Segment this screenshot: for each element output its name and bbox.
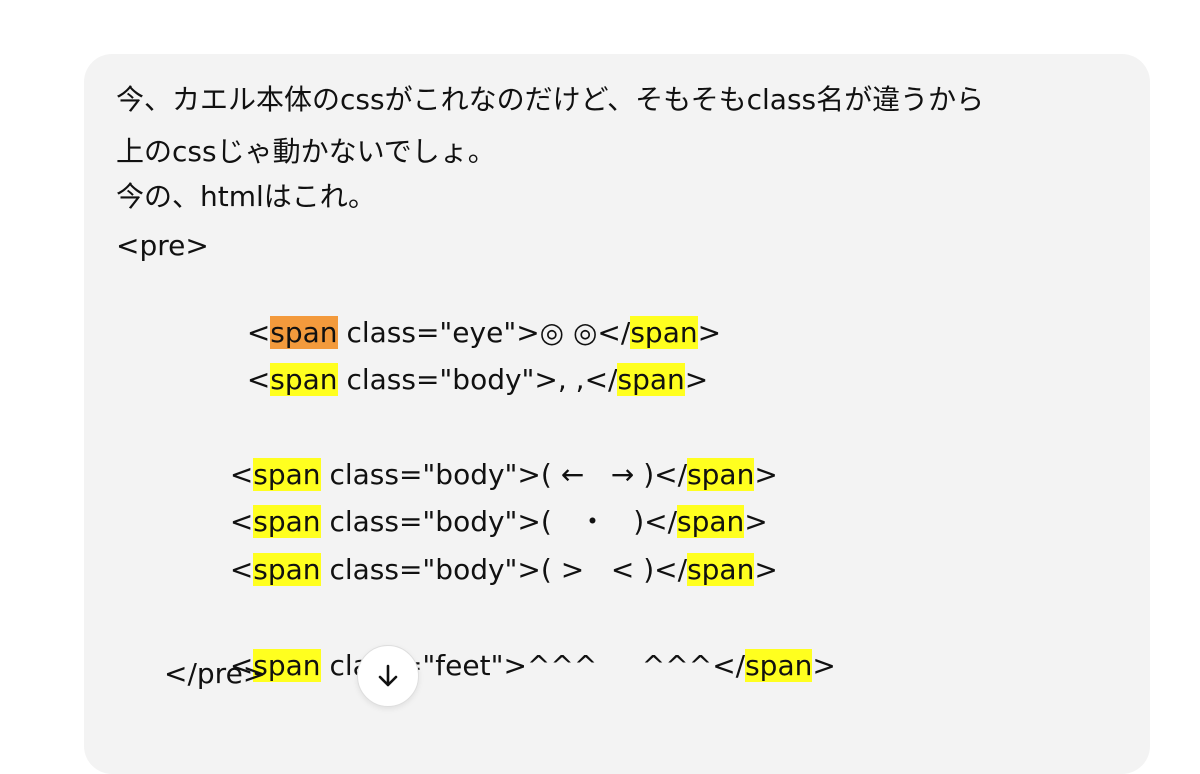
- search-highlight: span: [270, 363, 338, 396]
- search-highlight: span: [253, 553, 321, 586]
- code-text: <: [229, 458, 254, 491]
- arrow-down-icon: [378, 664, 398, 687]
- code-text: class="body">( > < )</: [320, 553, 688, 586]
- code-line-body-3: <span class="body">( ・ )</span>: [212, 462, 768, 542]
- code-text: >: [812, 649, 836, 682]
- code-text: <: [246, 363, 271, 396]
- search-highlight: span: [687, 553, 755, 586]
- pre-close-tag: </pre>: [164, 657, 267, 690]
- search-highlight: span: [630, 316, 698, 349]
- search-highlight: span: [253, 458, 321, 491]
- code-text: class="body">( ・ )</: [320, 505, 678, 538]
- code-text: >: [744, 505, 768, 538]
- code-text: <: [246, 316, 271, 349]
- code-text: <: [229, 649, 254, 682]
- code-text: >: [754, 458, 778, 491]
- pre-open-tag: <pre>: [116, 229, 209, 262]
- code-text: class="body">, ,</: [337, 363, 618, 396]
- search-highlight: span: [253, 649, 321, 682]
- search-highlight: span: [677, 505, 745, 538]
- message-line-3: 今の、htmlはこれ。: [116, 180, 377, 213]
- code-text: class="eye">◎ ◎</: [337, 316, 631, 349]
- scroll-to-bottom-button[interactable]: [357, 645, 419, 707]
- code-text: >: [684, 363, 709, 396]
- search-highlight: span: [253, 505, 321, 538]
- search-highlight: span: [687, 458, 755, 491]
- message-line-1: 今、カエル本体のcssがこれなのだけど、そもそもclass名が違うから: [116, 83, 985, 116]
- message-line-2: 上のcssじゃ動かないでしょ。: [116, 135, 496, 168]
- code-line-body-4: <span class="body">( > < )</span>: [212, 510, 778, 590]
- code-text: class="body">( ← → )</: [320, 458, 688, 491]
- code-text: >: [754, 553, 778, 586]
- code-text: <: [229, 553, 254, 586]
- code-line-eye: <span class="eye">◎ ◎</span>: [229, 273, 721, 353]
- code-line-feet: <span class="feet">^^^ ^^^</span>: [212, 606, 836, 686]
- code-line-body-2: <span class="body">( ← → )</span>: [212, 415, 778, 495]
- search-highlight: span: [617, 363, 685, 396]
- code-text: <: [229, 505, 254, 538]
- selected-highlight: span: [270, 316, 338, 349]
- code-line-body-1: <span class="body">, ,</span>: [229, 320, 708, 400]
- search-highlight: span: [745, 649, 813, 682]
- code-text: >: [697, 316, 722, 349]
